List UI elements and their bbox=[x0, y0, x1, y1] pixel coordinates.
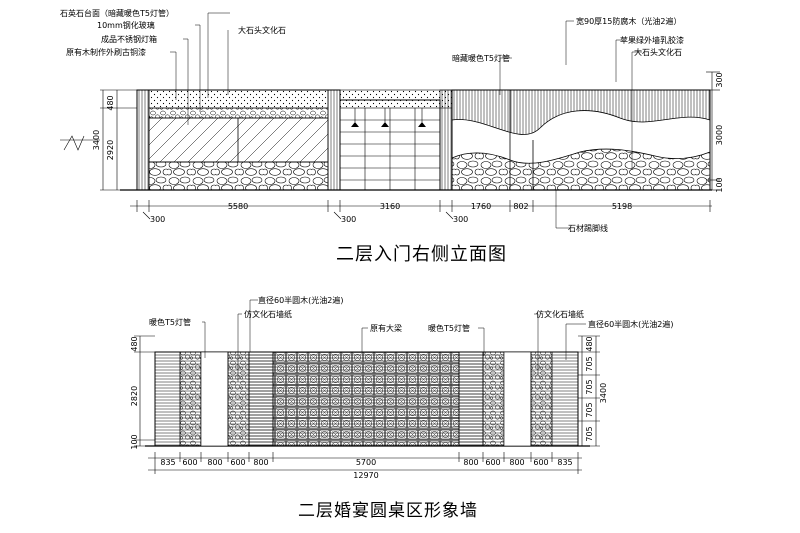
bottom-right-dim-3400: 3400 bbox=[599, 383, 608, 403]
left-stone-column-inner bbox=[227, 351, 250, 447]
bottom-dim-600-a: 600 bbox=[182, 458, 197, 467]
callout-steel-lightbox: 成品不锈钢灯箱 bbox=[101, 34, 157, 44]
top-bottom-dim-802: 802 bbox=[513, 202, 528, 211]
top-left-dim-480: 480 bbox=[106, 95, 115, 110]
top-left-dim-3400: 3400 bbox=[92, 130, 101, 150]
glass-panel bbox=[148, 117, 329, 163]
bottom-right-dim-705-c: 705 bbox=[585, 402, 594, 417]
bottom-left-dim-2820: 2820 bbox=[130, 386, 139, 406]
top-left-dim-2920: 2920 bbox=[106, 140, 115, 160]
callout-big-stone-right: 大石头文化石 bbox=[634, 47, 682, 57]
callout-quartz-top: 石英石台面（暗藏暖色T5灯管） bbox=[60, 8, 174, 18]
top-offset-300-c: 300 bbox=[453, 215, 468, 224]
right-stone-column-inner bbox=[482, 351, 505, 447]
top-right-dim-3000: 3000 bbox=[715, 125, 724, 145]
top-bottom-dim-1760: 1760 bbox=[471, 202, 491, 211]
bottom-elevation-title: 二层婚宴圆桌区形象墙 bbox=[298, 501, 478, 521]
lattice-center-panel bbox=[272, 351, 460, 447]
bottom-dim-835-left: 835 bbox=[160, 458, 175, 467]
top-elevation: 480 2920 3400 300 3000 100 5580 3160 176… bbox=[60, 8, 724, 233]
left-stone-column-outer bbox=[179, 351, 202, 447]
callout-stone-baseboard: 石材踢脚线 bbox=[568, 223, 608, 233]
pendant-lamps bbox=[351, 122, 426, 127]
bottom-right-dim-705-b: 705 bbox=[585, 379, 594, 394]
top-offset-300-b: 300 bbox=[341, 215, 356, 224]
bottom-left-dim-480: 480 bbox=[130, 336, 139, 351]
bottom-right-dim-705-a: 705 bbox=[585, 356, 594, 371]
bottom-dim-600-d: 600 bbox=[533, 458, 548, 467]
callout-warm-t5-right: 暖色T5灯管 bbox=[428, 323, 470, 333]
top-bottom-dim-5580: 5580 bbox=[228, 202, 248, 211]
callout-existing-beam: 原有大梁 bbox=[370, 323, 402, 333]
callout-tempered-glass: 10mm钢化玻璃 bbox=[97, 20, 155, 30]
left-stone-base bbox=[148, 161, 329, 191]
callout-half-round-wood-right: 直径60半圆木(光油2遍) bbox=[588, 319, 674, 329]
callout-wood-bronze: 原有木制作外刷古铜漆 bbox=[66, 47, 146, 57]
bottom-left-dim-100: 100 bbox=[130, 434, 139, 449]
bottom-dim-600-c: 600 bbox=[485, 458, 500, 467]
callout-half-round-wood-left: 直径60半圆木(光油2遍) bbox=[258, 295, 344, 305]
top-bottom-dim-3160: 3160 bbox=[380, 202, 400, 211]
bottom-dim-800-a: 800 bbox=[207, 458, 222, 467]
callout-stone-wallpaper-left: 仿文化石墙纸 bbox=[244, 309, 292, 319]
bottom-right-dim-705-d: 705 bbox=[585, 426, 594, 441]
bottom-right-dim-480: 480 bbox=[585, 336, 594, 351]
bottom-dim-600-b: 600 bbox=[230, 458, 245, 467]
bottom-dim-800-b: 800 bbox=[253, 458, 268, 467]
bottom-dim-835-right: 835 bbox=[557, 458, 572, 467]
right-stone-wave bbox=[451, 148, 711, 191]
top-right-dim-300: 300 bbox=[715, 72, 724, 87]
right-stone-column-outer bbox=[530, 351, 553, 447]
anticorrosive-wood-slats bbox=[451, 89, 711, 135]
callout-anticorrosive-wood: 宽90厚15防腐木（光油2遍） bbox=[576, 16, 681, 26]
callout-big-stone: 大石头文化石 bbox=[238, 25, 286, 35]
bottom-dim-total: 12970 bbox=[353, 471, 378, 480]
top-offset-300-a: 300 bbox=[150, 215, 165, 224]
callout-stone-wallpaper-right: 仿文化石墙纸 bbox=[536, 309, 584, 319]
callout-apple-green: 苹果绿外墙乳胶漆 bbox=[620, 35, 684, 45]
callout-warm-t5-left: 暖色T5灯管 bbox=[149, 317, 191, 327]
top-right-dim-100: 100 bbox=[715, 177, 724, 192]
top-elevation-title: 二层入门右侧立面图 bbox=[336, 244, 507, 265]
bottom-dim-800-d: 800 bbox=[509, 458, 524, 467]
bottom-dim-800-c: 800 bbox=[463, 458, 478, 467]
bottom-elevation: 480 2820 100 480 705 705 705 705 3400 83… bbox=[130, 295, 674, 480]
top-bottom-dim-5198: 5198 bbox=[612, 202, 632, 211]
bottom-dim-5700: 5700 bbox=[356, 458, 376, 467]
callout-hidden-t5: 暗藏暖色T5灯管 bbox=[452, 53, 510, 63]
